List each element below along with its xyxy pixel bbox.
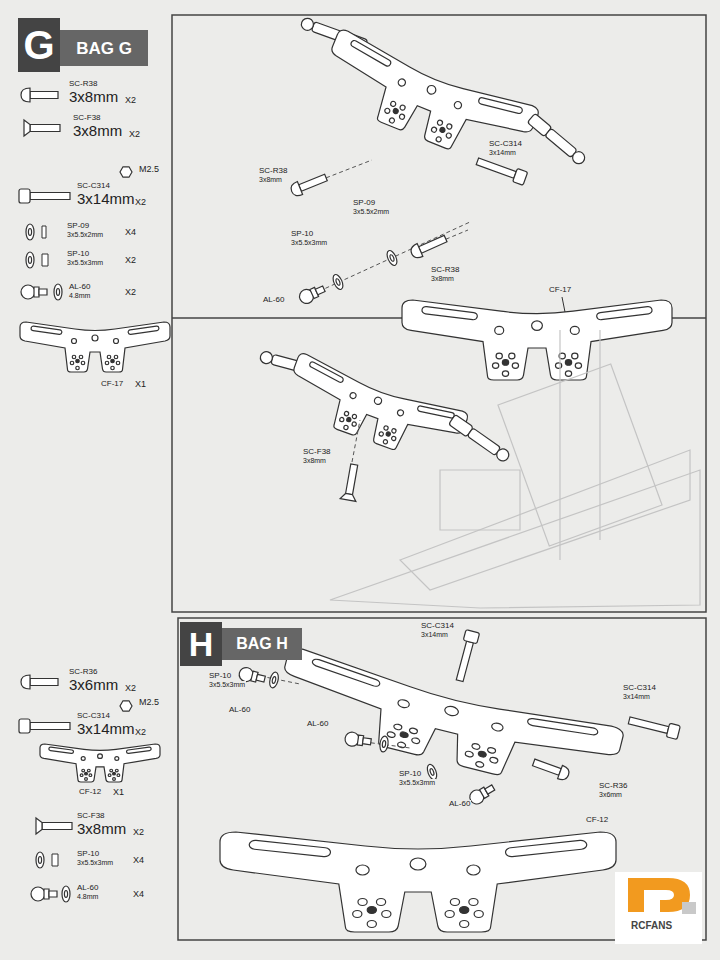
- callout-label: X2: [124, 288, 137, 297]
- callout-label: 4.8mm: [76, 893, 99, 900]
- callout-label: SP-10: [208, 672, 232, 680]
- callout-label: SC-C314: [76, 712, 111, 720]
- callout-label: X2: [128, 130, 141, 139]
- callout-label: SC-F38: [302, 448, 332, 456]
- callout-label: AL-60: [306, 720, 329, 728]
- callout-label: AL-60: [228, 706, 251, 714]
- bag-band: BAG H: [222, 628, 302, 660]
- callout-label: X1: [112, 788, 125, 797]
- callout-label: SC-R36: [68, 668, 98, 676]
- callout-label: CF-17: [100, 380, 124, 388]
- callout-label: 3x5.5x3mm: [76, 859, 114, 866]
- callout-label: X4: [132, 856, 145, 865]
- callout-label: SP-10: [76, 850, 100, 858]
- callout-label: X4: [124, 228, 137, 237]
- callout-label: M2.5: [138, 698, 160, 707]
- callout-label: 3x14mm: [420, 631, 449, 638]
- callout-label: 3x14mm: [488, 149, 517, 156]
- callout-label: SP-10: [398, 770, 422, 778]
- callout-label: SC-F38: [76, 812, 106, 820]
- callout-label: SC-C314: [420, 622, 455, 630]
- callout-label: SP-09: [352, 199, 376, 207]
- callout-label: X2: [134, 728, 147, 737]
- callout-label: SP-10: [290, 230, 314, 238]
- callout-label: SC-C314: [488, 140, 523, 148]
- callout-label: 3x5.5x2mm: [352, 208, 390, 215]
- callout-label: AL-60: [262, 296, 285, 304]
- section-text: G: [23, 25, 54, 65]
- watermark: RCFANS: [630, 921, 673, 931]
- bag-band: BAG G: [60, 30, 148, 66]
- callout-label: X2: [132, 828, 145, 837]
- callout-label: SC-R38: [258, 167, 288, 175]
- callout-label: CF-12: [78, 788, 102, 796]
- callout-label: SP-09: [66, 222, 90, 230]
- callout-label: X2: [124, 684, 137, 693]
- callout-label: AL-60: [448, 800, 471, 808]
- callout-label: CF-17: [548, 286, 572, 294]
- callout-label: 3x14mm: [76, 721, 136, 736]
- callout-label: X2: [124, 256, 137, 265]
- callout-label: X2: [124, 96, 137, 105]
- callout-label: 3x6mm: [598, 791, 623, 798]
- callout-label: AL-60: [68, 283, 91, 291]
- callout-label: M2.5: [138, 165, 160, 174]
- callout-label: SC-F38: [72, 114, 102, 122]
- callout-label: 3x5.5x3mm: [208, 681, 246, 688]
- callout-label: 3x8mm: [258, 176, 283, 183]
- callout-label: 3x8mm: [68, 89, 119, 104]
- section-text: BAG G: [76, 40, 132, 57]
- callout-label: AL-60: [76, 884, 99, 892]
- callout-label: SP-10: [66, 250, 90, 258]
- callout-label: 3x8mm: [76, 821, 127, 836]
- section-letter: H: [180, 622, 222, 666]
- callout-label: 3x5.5x3mm: [66, 259, 104, 266]
- callout-label: 3x5.5x2mm: [66, 231, 104, 238]
- section-letter: G: [18, 18, 60, 72]
- callout-label: 3x8mm: [430, 275, 455, 282]
- section-text: BAG H: [236, 636, 288, 652]
- callout-label: X1: [134, 380, 147, 389]
- callout-label: 3x6mm: [68, 677, 119, 692]
- callout-label: X2: [134, 198, 147, 207]
- callout-label: SC-R38: [430, 266, 460, 274]
- callout-label: SC-R36: [598, 782, 628, 790]
- callout-label: CF-12: [585, 816, 609, 824]
- callout-label: X4: [132, 890, 145, 899]
- callout-label: 3x8mm: [302, 457, 327, 464]
- callout-label: SC-R38: [68, 80, 98, 88]
- callout-label: 3x5.5x3mm: [398, 779, 436, 786]
- callout-label: 3x14mm: [622, 693, 651, 700]
- callout-label: 4.8mm: [68, 292, 91, 299]
- section-text: H: [189, 627, 214, 661]
- callout-label: 3x5.5x3mm: [290, 239, 328, 246]
- callout-label: 3x14mm: [76, 191, 136, 206]
- callout-label: 3x8mm: [72, 123, 123, 138]
- callout-label: SC-C314: [76, 182, 111, 190]
- callout-label: SC-C314: [622, 684, 657, 692]
